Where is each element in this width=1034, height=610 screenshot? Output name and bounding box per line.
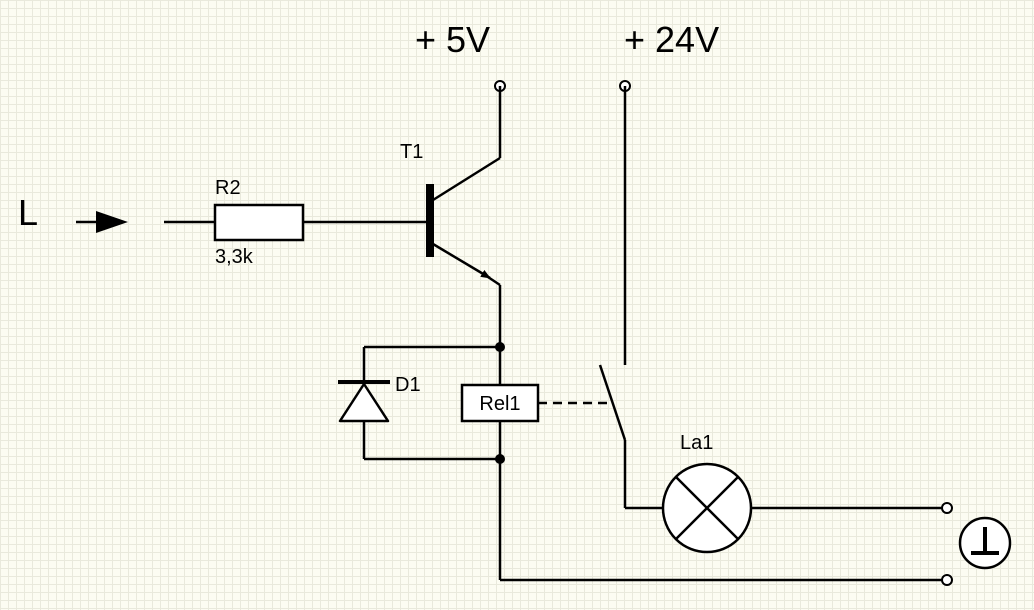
- relay-contact-switch: [598, 364, 627, 441]
- diode-symbol: [338, 380, 390, 423]
- supply-24v-label: + 24V: [624, 19, 719, 60]
- input-arrow-icon: [76, 211, 128, 233]
- output-terminal-bottom: [941, 574, 953, 586]
- diode-ref: D1: [395, 374, 421, 396]
- relay-ref: Rel1: [479, 393, 520, 415]
- resistor-body: [213, 203, 305, 242]
- lamp-ref: La1: [680, 432, 713, 454]
- input-label: L: [18, 192, 38, 233]
- resistor-ref: R2: [215, 177, 241, 199]
- output-terminal-top: [941, 502, 953, 514]
- ground-icon: [958, 516, 1012, 570]
- resistor-value: 3,3k: [215, 246, 254, 268]
- transistor-ref: T1: [400, 141, 423, 163]
- transistor-symbol: [426, 86, 502, 345]
- lamp-icon: [661, 462, 753, 554]
- supply-5v-label: + 5V: [415, 19, 490, 60]
